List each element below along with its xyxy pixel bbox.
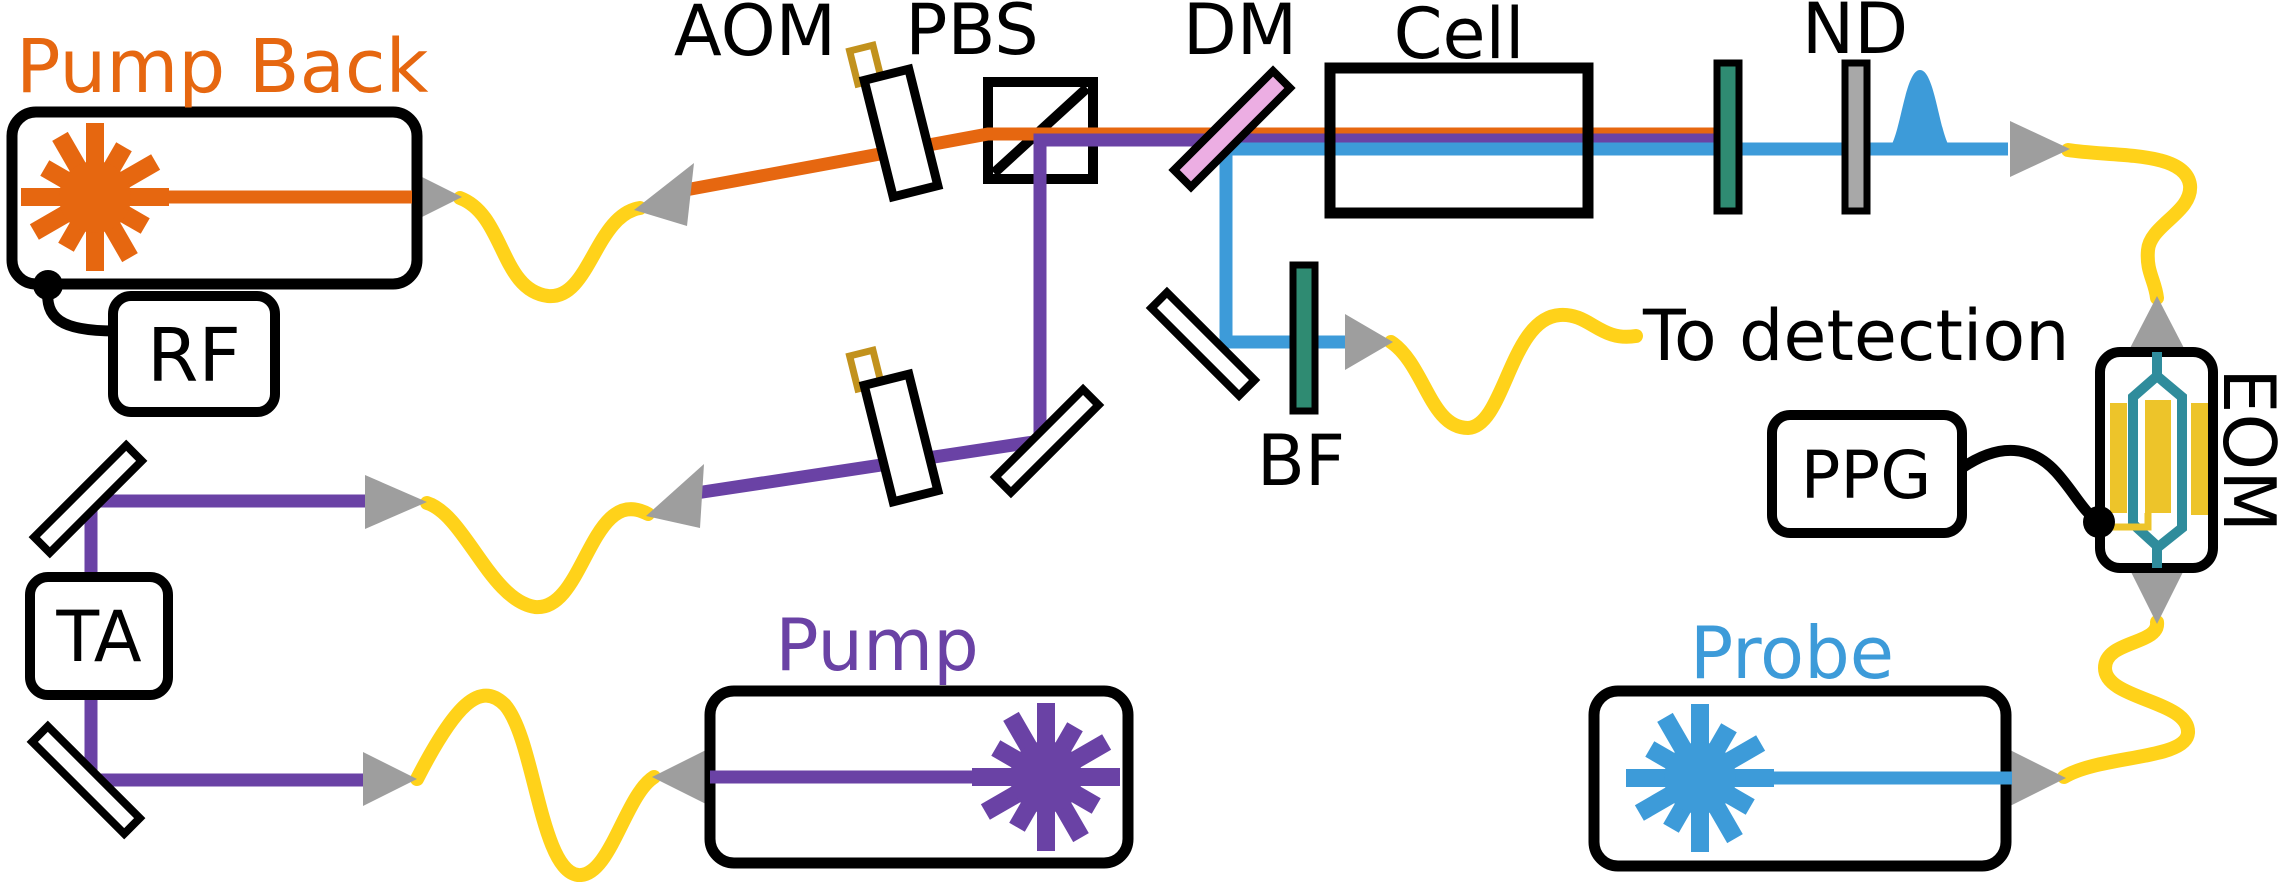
coupler-aom2-launch-icon bbox=[646, 464, 704, 528]
rf-cable bbox=[42, 282, 121, 337]
pump-laser bbox=[704, 685, 1134, 869]
pbs-label: PBS bbox=[905, 0, 1038, 71]
fiber-eom-bottom-to-probe bbox=[2057, 615, 2195, 784]
pump-back-laser bbox=[6, 106, 423, 290]
coupler-ta-bottom-in-icon bbox=[363, 752, 417, 806]
optical-fibers bbox=[410, 143, 2197, 882]
green-filter bbox=[1713, 59, 1743, 215]
bf-label: BF bbox=[1257, 420, 1345, 502]
probe-beam bbox=[1219, 142, 2008, 349]
coupler-eom-bottom-icon bbox=[2128, 566, 2186, 624]
pump-beam bbox=[695, 133, 1722, 500]
dichroic-mirror bbox=[1168, 65, 1296, 193]
coupler-probe-top-icon bbox=[2010, 121, 2070, 177]
coupler-detection-icon bbox=[1345, 314, 1393, 370]
to-detection-label: To detection bbox=[1642, 295, 2070, 377]
ppg-cable bbox=[1956, 444, 2105, 528]
probe-pulse-icon bbox=[1884, 70, 1956, 152]
ppg-label: PPG bbox=[1801, 437, 1932, 514]
rf-box bbox=[108, 291, 280, 417]
rf-label: RF bbox=[147, 313, 241, 399]
fiber-pump-to-ta bbox=[410, 688, 661, 882]
ta-box bbox=[25, 572, 173, 700]
mirror-probe-fold bbox=[1145, 286, 1261, 402]
coupler-pump-out-icon bbox=[652, 749, 708, 805]
eom-electrode bbox=[2145, 400, 2171, 513]
eom-electrode bbox=[2191, 403, 2208, 515]
coupler-ta-top-out-icon bbox=[365, 475, 427, 529]
eom-connection-dot bbox=[2083, 506, 2115, 538]
eom-waveguide bbox=[2128, 352, 2187, 568]
eom-label: EOM bbox=[2207, 368, 2283, 532]
mirror-below-ta bbox=[26, 720, 146, 840]
fiber-pumpback-to-aom-launcher bbox=[453, 191, 647, 304]
coupler-aom-launch-icon bbox=[634, 163, 694, 226]
dm-label: DM bbox=[1183, 0, 1297, 71]
vapor-cell bbox=[1324, 62, 1594, 219]
fiber-couplers bbox=[363, 121, 2186, 807]
coupler-eom-top-icon bbox=[2128, 296, 2186, 352]
free-space-beams bbox=[84, 127, 2008, 787]
aom-label: AOM bbox=[674, 0, 836, 72]
fiber-bf-to-detection bbox=[1384, 307, 1643, 436]
probe-laser bbox=[1588, 685, 2012, 872]
aom-2 bbox=[845, 345, 944, 508]
cell-label: Cell bbox=[1394, 0, 1525, 75]
eom-electrode bbox=[2110, 403, 2127, 513]
fiber-collimator-to-eom-top bbox=[2061, 143, 2197, 305]
probe-label: Probe bbox=[1690, 611, 1894, 695]
nd-label: ND bbox=[1802, 0, 1908, 70]
mirror-pump-fold bbox=[989, 383, 1105, 499]
eom-electrode-trace bbox=[2104, 513, 2152, 531]
ta-label: TA bbox=[55, 596, 141, 678]
mirror-above-ta bbox=[28, 439, 148, 559]
coupler-probe-out-icon bbox=[2008, 749, 2066, 807]
bandpass-filter bbox=[1289, 261, 1319, 415]
ppg-box bbox=[1767, 410, 1967, 538]
aom-1 bbox=[845, 40, 944, 203]
pump-label: Pump bbox=[775, 603, 979, 687]
pump-back-label: Pump Back bbox=[16, 24, 429, 110]
nd-filter bbox=[1841, 59, 1871, 215]
eom bbox=[2083, 347, 2218, 573]
fiber-ta-to-aom2-launcher bbox=[420, 496, 655, 614]
